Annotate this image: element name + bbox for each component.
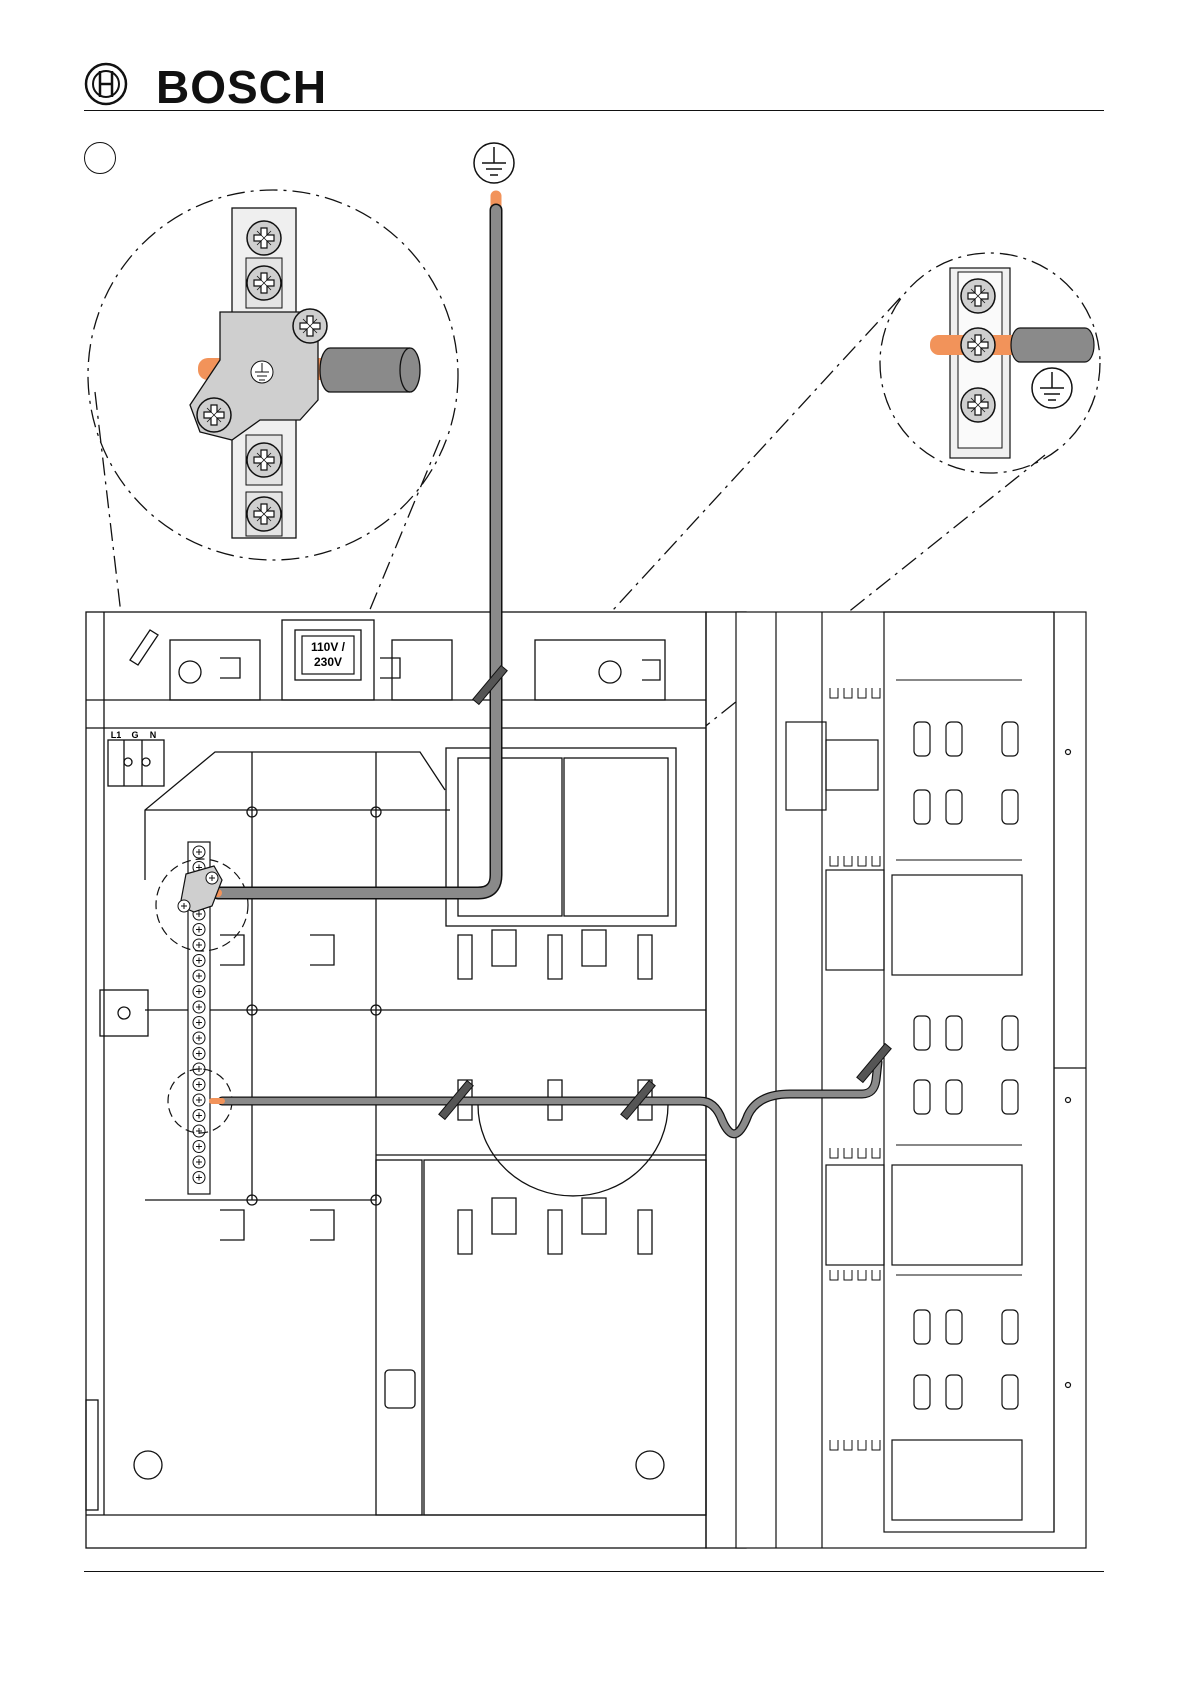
bus-screw-icon [193, 939, 205, 951]
bus-screw-icon [193, 1110, 205, 1122]
enclosure-right-rack [736, 612, 1086, 1548]
detail-view-right [880, 253, 1100, 473]
detail-view-left [88, 190, 458, 560]
footer-rule [84, 1571, 1104, 1572]
bus-screw-icon [193, 924, 205, 936]
terminal-n-label: N [150, 730, 157, 740]
bus-screw-icon [193, 1156, 205, 1168]
voltage-line-1: 110V / [311, 640, 346, 654]
bus-screw-icon [193, 986, 205, 998]
protective-earth-icon [1032, 368, 1072, 408]
bus-screw-icon [193, 955, 205, 967]
bus-screw-icon [193, 846, 205, 858]
protective-earth-icon [251, 361, 273, 383]
bus-screw-icon [193, 1141, 205, 1153]
terminal-l1-label: L1 [111, 730, 122, 740]
bus-screw-icon [193, 1094, 205, 1106]
bus-screw-icon [193, 1001, 205, 1013]
bus-screw-icon [193, 1172, 205, 1184]
enclosure-left-panel [86, 612, 746, 1548]
bus-screw-icon [193, 1079, 205, 1091]
terminal-g-label: G [131, 730, 138, 740]
bus-screw-icon [193, 1017, 205, 1029]
voltage-line-2: 230V [314, 655, 342, 669]
bus-screw-icon [193, 1032, 205, 1044]
protective-earth-icon [474, 143, 514, 183]
voltage-label: 110V / 230V [302, 636, 354, 674]
bus-screw-icon [193, 970, 205, 982]
bus-screw-icon [193, 1125, 205, 1137]
bus-screw-icon [193, 1048, 205, 1060]
